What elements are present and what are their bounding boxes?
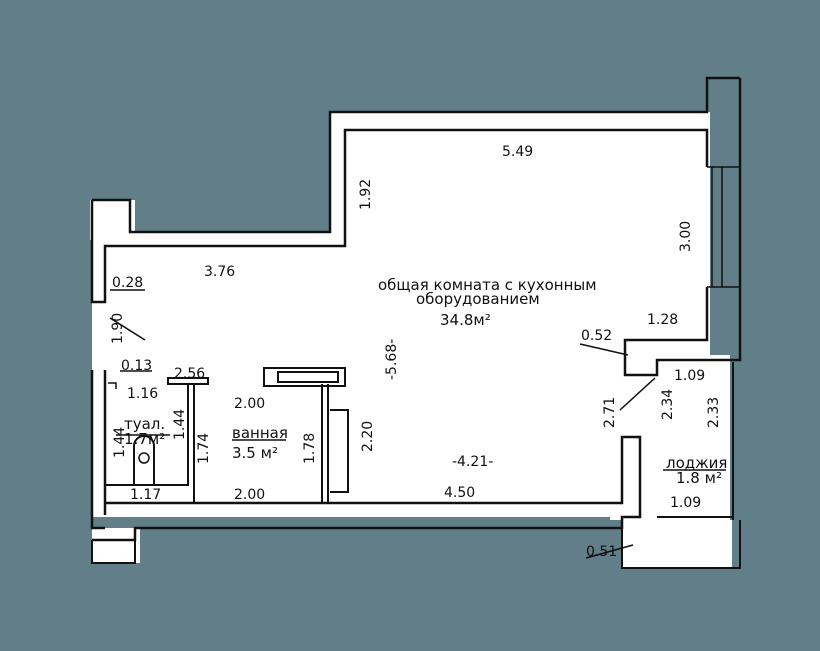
living-room-name-line1: общая комната с кухонным xyxy=(378,276,597,294)
bath-side-wall xyxy=(330,409,349,493)
dim-1-74: 1.74 xyxy=(196,433,212,464)
toilet-name: туал. xyxy=(124,415,165,433)
toilet-area: 1.7м² xyxy=(124,430,165,448)
dim-4-50: 4.50 xyxy=(444,485,475,501)
dim-1-44-right: 1.44 xyxy=(172,409,188,440)
room-labels: общая комната с кухонным оборудованием 3… xyxy=(124,276,727,487)
dim-1-17: 1.17 xyxy=(130,487,161,503)
walls xyxy=(90,76,742,569)
dim-2-00-bottom: 2.00 xyxy=(234,487,265,503)
dim-2-00-top: 2.00 xyxy=(234,396,265,412)
dim-1-44-left: 1.44 xyxy=(112,427,128,458)
left-wall-upper xyxy=(90,262,107,304)
living-room-name-line2: оборудованием xyxy=(416,290,540,308)
bottom-wall xyxy=(92,435,642,542)
dim-0-28: 0.28 xyxy=(112,275,143,291)
leader-lines xyxy=(109,289,726,559)
loggia-name: лоджия xyxy=(666,454,727,472)
outer-wall-top xyxy=(90,76,740,262)
living-room-area: 34.8м² xyxy=(440,311,491,329)
right-step-wall xyxy=(623,287,742,377)
dim-1-09-top: 1.09 xyxy=(674,368,705,384)
dim-0-13: 0.13 xyxy=(121,358,152,374)
dim-0-51: 0.51 xyxy=(586,544,617,560)
dim-2-56: 2.56 xyxy=(174,366,205,382)
dim-1-09-bottom: 1.09 xyxy=(670,495,701,511)
dim-5-68: -5.68- xyxy=(384,339,400,380)
dim-2-33: 2.33 xyxy=(706,397,722,428)
window-frame xyxy=(707,166,740,288)
interior-floor xyxy=(90,112,732,568)
dim-3-00: 3.00 xyxy=(678,221,694,252)
bottom-wall-right xyxy=(621,528,733,569)
dim-2-34: 2.34 xyxy=(660,389,676,420)
dim-1-92: 1.92 xyxy=(358,179,374,210)
loggia-area: 1.8 м² xyxy=(676,469,722,487)
bath-tub xyxy=(263,367,346,387)
wall-mark xyxy=(108,382,117,389)
toilet-fixture xyxy=(133,435,155,486)
dim-1-28: 1.28 xyxy=(647,312,678,328)
dim-1-16: 1.16 xyxy=(127,386,158,402)
left-wall-lower xyxy=(90,370,107,530)
loggia-wall xyxy=(657,362,734,520)
dim-1-78: 1.78 xyxy=(302,433,318,464)
left-wall-stub xyxy=(91,540,136,564)
dim-2-20: 2.20 xyxy=(360,421,376,452)
dim-2-71: 2.71 xyxy=(602,397,618,428)
dimension-labels: 5.49 1.92 3.00 3.76 0.28 1.90 -5.68- 1.2… xyxy=(110,144,722,560)
dim-5-49: 5.49 xyxy=(502,144,533,160)
dim-0-52: 0.52 xyxy=(581,328,612,344)
dim-1-90: 1.90 xyxy=(110,313,126,344)
toilet-partition xyxy=(105,377,209,503)
inner-wall-top xyxy=(103,128,709,262)
bath-area: 3.5 м² xyxy=(232,444,278,462)
dim-3-76: 3.76 xyxy=(204,264,235,280)
dim-4-21: -4.21- xyxy=(452,454,493,470)
bath-partition xyxy=(321,384,329,503)
loggia-wall-lower xyxy=(733,520,741,569)
bath-name: ванная xyxy=(232,424,288,442)
